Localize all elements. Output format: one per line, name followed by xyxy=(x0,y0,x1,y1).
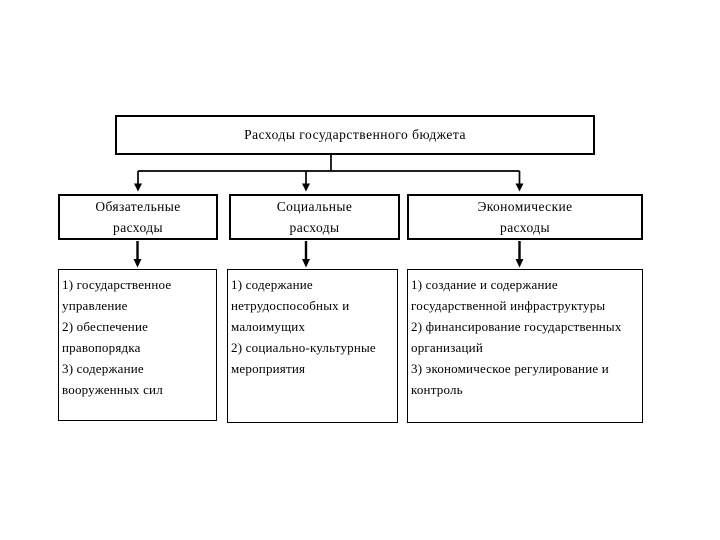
branch-label-line: расходы xyxy=(289,220,340,235)
detail-item: 2) социально-культурные мероприятия xyxy=(231,340,376,376)
arrowhead-branch-social xyxy=(302,183,310,192)
arrowhead-branch-economic xyxy=(515,183,524,192)
branch-detail-arrow-shafts xyxy=(136,241,521,260)
detail-item: 3) экономическое регулирование и контрол… xyxy=(411,361,609,397)
root-box: Расходы государственного бюджета xyxy=(115,115,595,155)
detail-box-social: 1) содержание нетрудоспособных и малоиму… xyxy=(227,269,398,423)
branch-label-line: Экономические xyxy=(477,199,573,214)
arrowhead-branch-obligatory xyxy=(134,183,142,192)
branch-label-line: расходы xyxy=(113,220,163,235)
branch-label-line: расходы xyxy=(500,220,550,235)
detail-item: 2) обеспечение правопорядка xyxy=(62,319,149,355)
detail-item: 1) содержание нетрудоспособных и малоиму… xyxy=(231,277,350,334)
detail-box-obligatory: 1) государственное управление 2) обеспеч… xyxy=(58,269,217,421)
detail-item: 1) государственное управление xyxy=(62,277,172,313)
arrowhead-detail-economic xyxy=(515,259,524,268)
branch-box-obligatory: Обязательные расходы xyxy=(58,194,218,240)
detail-box-economic: 1) создание и содержание государственной… xyxy=(407,269,643,423)
detail-item: 2) финансирование государственных органи… xyxy=(411,319,622,355)
arrowhead-detail-social xyxy=(302,259,310,268)
branch-box-economic: Экономические расходы xyxy=(407,194,643,240)
branch-label-line: Социальные xyxy=(276,199,353,214)
detail-item: 3) содержание вооруженных сил xyxy=(62,361,163,397)
detail-item: 1) создание и содержание государственной… xyxy=(411,277,606,313)
arrowhead-detail-obligatory xyxy=(133,259,142,268)
root-branch-connector xyxy=(137,155,521,184)
branch-label-line: Обязательные xyxy=(95,199,181,214)
branch-box-social: Социальные расходы xyxy=(229,194,400,240)
root-box-label: Расходы государственного бюджета xyxy=(244,127,466,142)
